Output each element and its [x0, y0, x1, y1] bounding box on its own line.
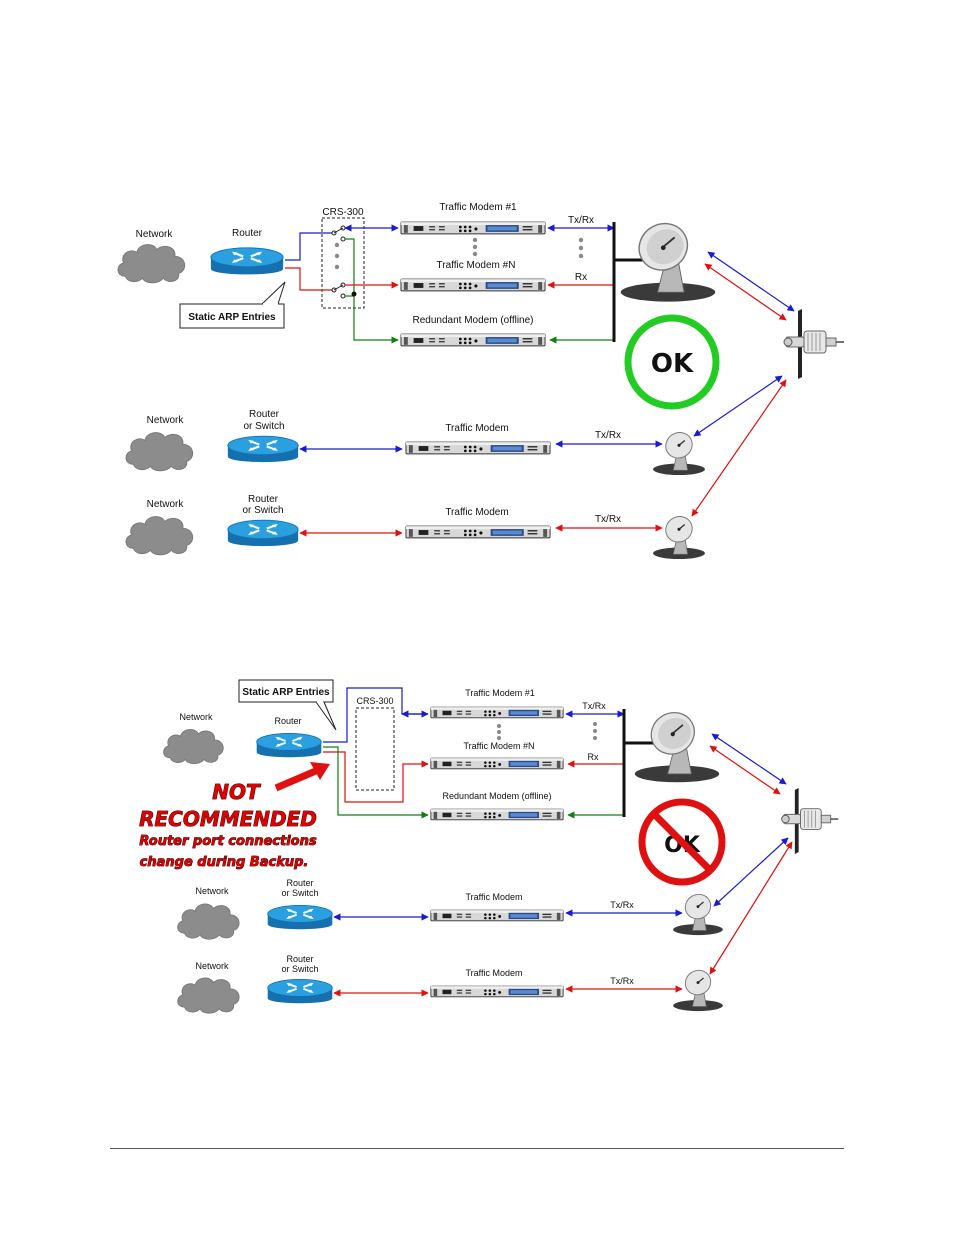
traffic-modem-n-label: Traffic Modem #N	[463, 741, 534, 751]
footer-rule	[110, 1148, 844, 1149]
router-label: Router	[232, 228, 263, 239]
network-cloud-icon	[177, 977, 240, 1014]
traffic-modem-label: Traffic Modem	[445, 423, 508, 434]
traffic-modem-label: Traffic Modem	[465, 968, 522, 978]
network-cloud-icon	[163, 728, 224, 765]
router-icon	[209, 246, 285, 276]
crs-300-label: CRS-300	[356, 696, 393, 706]
network-cloud-icon	[177, 903, 240, 940]
router-label-line1: Router	[248, 494, 279, 505]
static-arp-callout: Static ARP Entries	[179, 281, 286, 329]
not-lower-row-1: Network Router or Switch Traffic Modem T…	[177, 878, 724, 940]
small-antenna-icon	[652, 512, 706, 560]
network-label: Network	[195, 886, 229, 896]
router-label-line1: Router	[286, 878, 313, 888]
static-arp-callout: Static ARP Entries	[238, 679, 337, 731]
router-label-line2: or Switch	[281, 964, 318, 974]
traffic-modem-n-label: Traffic Modem #N	[437, 260, 516, 271]
router-label-line2: or Switch	[242, 505, 283, 516]
ok-lower-row-1: Network Router or Switch Traffic Modem T…	[125, 409, 706, 476]
crs-300-box	[321, 217, 365, 309]
crs-dots	[334, 242, 340, 270]
no-ok-badge: OK	[638, 798, 726, 886]
network-label: Network	[147, 415, 185, 426]
not-recommended-warning: NOT RECOMMENDED Router port connections …	[139, 762, 330, 870]
callout-text: Static ARP Entries	[188, 312, 276, 323]
rx-label: Rx	[588, 752, 599, 762]
traffic-modem-n-icon	[430, 757, 564, 770]
traffic-modem-1-label: Traffic Modem #1	[465, 688, 535, 698]
crs-300-label: CRS-300	[322, 207, 364, 218]
redundant-modem-label: Redundant Modem (offline)	[443, 791, 552, 801]
small-antenna-icon	[652, 428, 706, 476]
warning-not: NOT	[212, 780, 261, 804]
traffic-modem-1-label: Traffic Modem #1	[439, 202, 517, 213]
router-label-line2: or Switch	[281, 888, 318, 898]
diagram-ok: Network Router Static ARP Entries CRS-30…	[117, 202, 845, 560]
router-label-line1: Router	[286, 954, 313, 964]
not-lower-row-2: Network Router or Switch Traffic Modem T…	[177, 954, 724, 1014]
router-label-line2: or Switch	[243, 421, 284, 432]
crs-300-box	[355, 707, 395, 791]
router-icon	[266, 978, 334, 1005]
network-label: Network	[136, 229, 174, 240]
network-cloud-icon	[117, 244, 186, 284]
ok-badge: OK	[624, 314, 720, 410]
txrx-label: Tx/Rx	[610, 976, 634, 986]
large-antenna-icon	[619, 218, 717, 303]
redundant-modem-icon	[400, 333, 546, 347]
txrx-label: Tx/Rx	[610, 900, 634, 910]
traffic-modem-icon	[430, 909, 564, 922]
callout-text: Static ARP Entries	[242, 687, 330, 698]
router-icon	[266, 904, 334, 931]
router-icon	[226, 519, 300, 548]
router-label-line1: Router	[249, 409, 280, 420]
ok-text: OK	[651, 349, 694, 379]
warning-line3: Router port connections	[139, 834, 316, 849]
redundant-modem-icon	[430, 808, 564, 821]
traffic-modem-label: Traffic Modem	[445, 507, 508, 518]
traffic-modem-1-icon	[430, 706, 564, 719]
network-label: Network	[179, 712, 213, 722]
network-label: Network	[147, 499, 185, 510]
txrx-label: Tx/Rx	[595, 514, 621, 525]
txrx-label: Tx/Rx	[582, 701, 606, 711]
traffic-modem-icon	[405, 441, 551, 455]
router-icon	[226, 435, 300, 464]
traffic-modem-label: Traffic Modem	[465, 892, 522, 902]
traffic-modem-icon	[430, 985, 564, 998]
router-label: Router	[274, 716, 301, 726]
traffic-modem-n-icon	[400, 278, 546, 292]
warning-line4: change during Backup.	[140, 855, 309, 870]
satellite-icon	[783, 308, 845, 380]
network-cloud-icon	[125, 432, 194, 472]
traffic-modem-1-icon	[400, 221, 546, 235]
router-icon	[255, 732, 323, 759]
rx-label: Rx	[575, 272, 587, 283]
warning-recommended: RECOMMENDED	[139, 807, 317, 831]
network-label: Network	[195, 961, 229, 971]
redundant-modem-label: Redundant Modem (offline)	[413, 315, 534, 326]
diagram-not-recommended: Network Router Static ARP Entries CRS-30…	[139, 679, 839, 1014]
ok-lower-row-2: Network Router or Switch Traffic Modem T…	[125, 494, 706, 560]
network-cloud-icon	[125, 516, 194, 556]
txrx-label: Tx/Rx	[595, 430, 621, 441]
traffic-modem-icon	[405, 525, 551, 539]
txrx-label: Tx/Rx	[568, 215, 594, 226]
